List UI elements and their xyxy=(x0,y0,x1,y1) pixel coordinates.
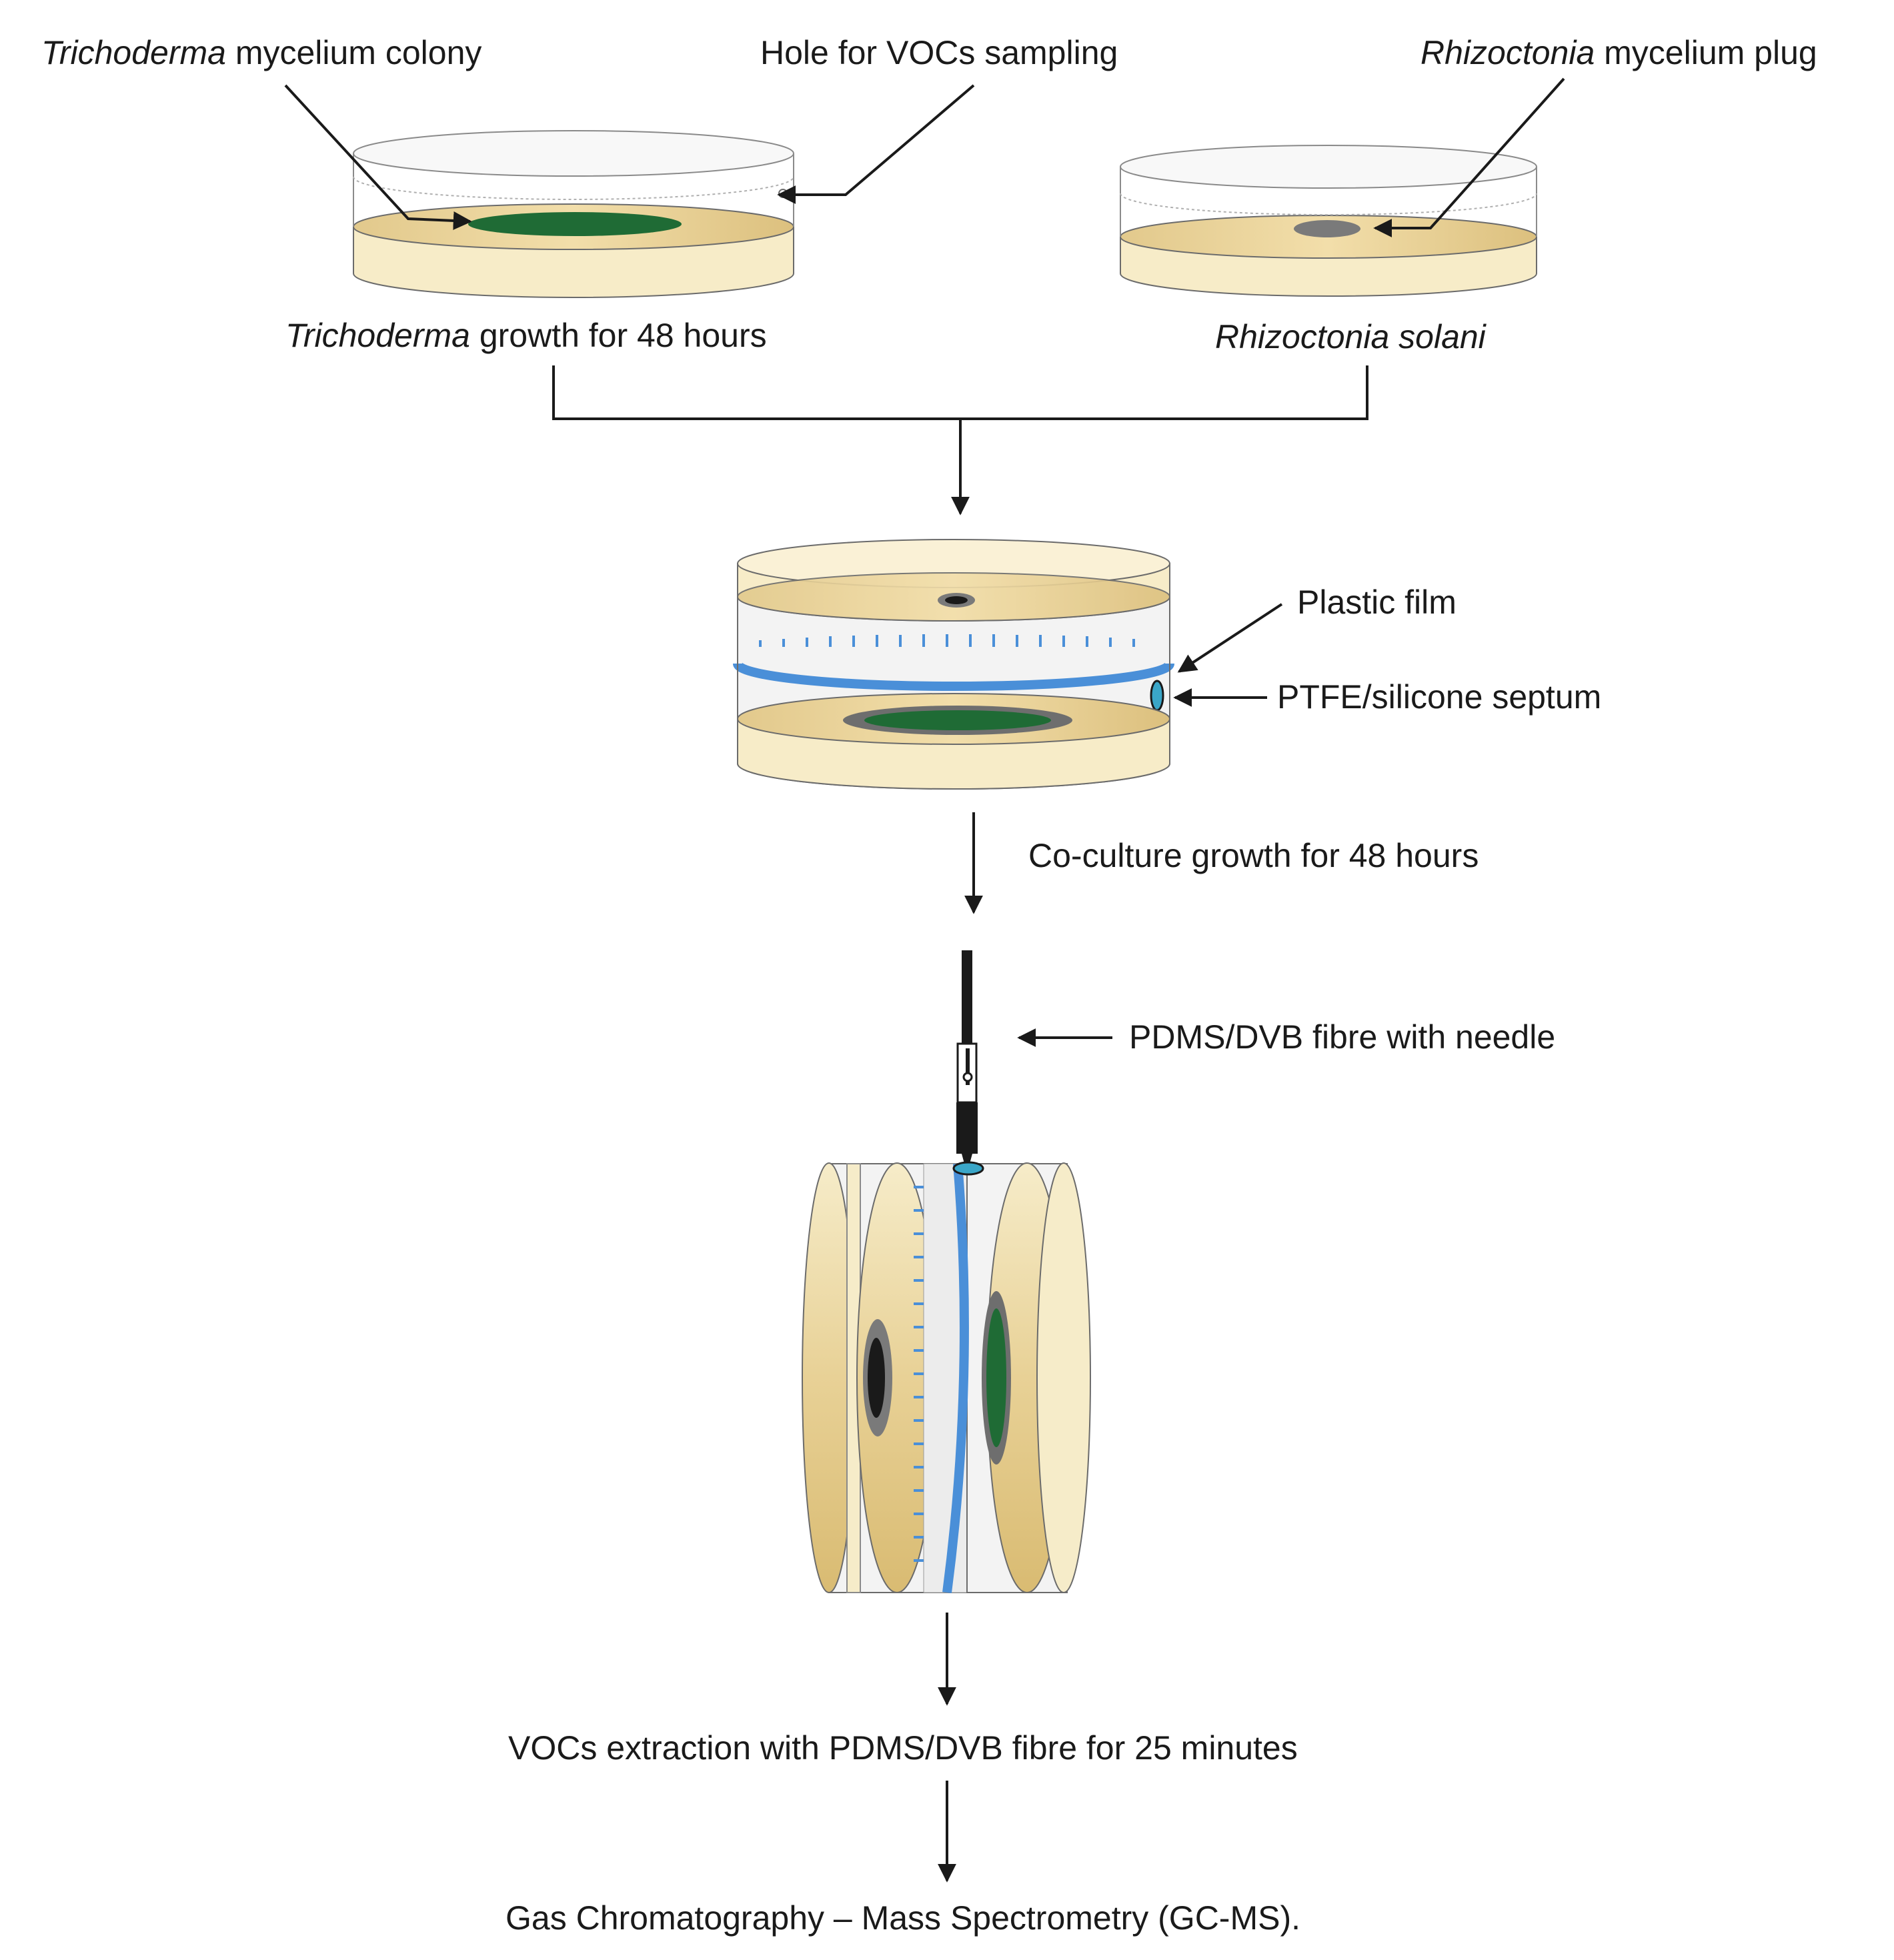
coculture-dish xyxy=(733,539,1174,790)
rhizoctonia-dish xyxy=(1120,145,1537,297)
rhizoctonia-plug-label: Rhizoctonia mycelium plug xyxy=(1420,34,1817,71)
pointer-arrows-middle xyxy=(1173,603,1283,707)
trichoderma-dish xyxy=(353,130,794,298)
coculture-growth-label: Co-culture growth for 48 hours xyxy=(1028,837,1479,874)
merge-connector xyxy=(552,365,1368,516)
pdms-fibre-label: PDMS/DVB fibre with needle xyxy=(1129,1018,1555,1056)
ptfe-septum xyxy=(1150,680,1164,712)
upright-film-ticks xyxy=(914,1186,924,1562)
ptfe-septum-label: PTFE/silicone septum xyxy=(1277,678,1601,716)
pointer-arrows-top xyxy=(284,77,1565,237)
rhizoctonia-solani-label: Rhizoctonia solani xyxy=(1215,318,1487,355)
upright-septum xyxy=(952,1161,984,1176)
upright-dish xyxy=(802,1161,1091,1593)
trichoderma-colony xyxy=(468,212,682,236)
trichoderma-growth-label: Trichoderma growth for 48 hours xyxy=(285,317,767,354)
upright-film-band xyxy=(942,1163,969,1593)
plastic-film-label: Plastic film xyxy=(1297,584,1457,621)
vocs-extraction-label: VOCs extraction with PDMS/DVB fibre for … xyxy=(508,1729,1298,1767)
spme-fibre xyxy=(956,950,978,1214)
gcms-label: Gas Chromatography – Mass Spectrometry (… xyxy=(506,1899,1300,1937)
plastic-film-band xyxy=(733,662,1174,691)
trichoderma-colony-label: Trichoderma mycelium colony xyxy=(41,34,482,71)
rhizoctonia-plug xyxy=(1294,220,1360,237)
hole-vocs-label: Hole for VOCs sampling xyxy=(760,34,1118,71)
plastic-film-ticks xyxy=(759,634,1135,647)
